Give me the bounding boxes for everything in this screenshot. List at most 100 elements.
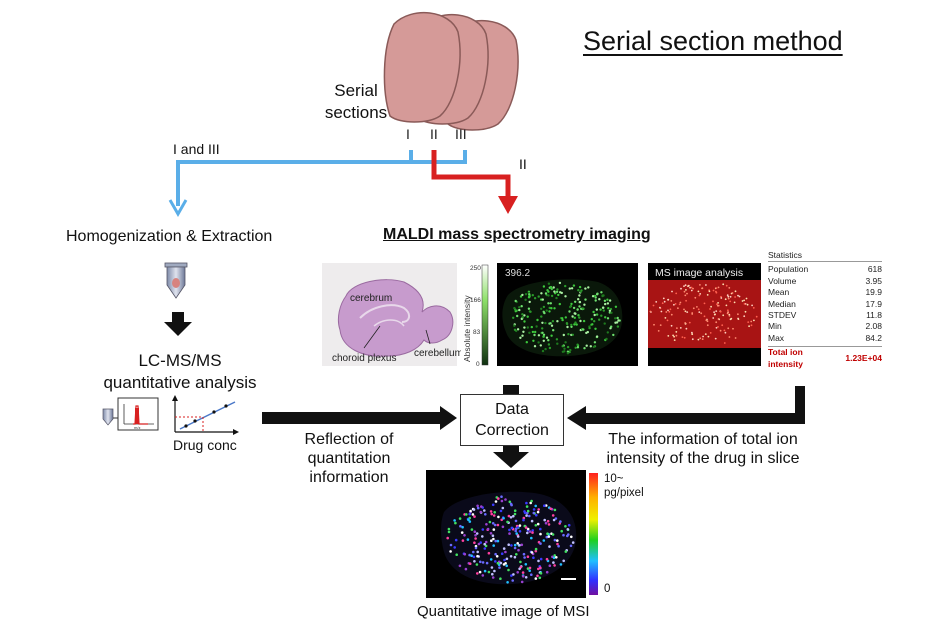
signal-dot bbox=[592, 310, 595, 314]
signal-dot bbox=[539, 557, 543, 561]
signal-dot bbox=[519, 295, 523, 298]
signal-dot bbox=[725, 304, 728, 307]
signal-dot bbox=[558, 302, 561, 306]
signal-dot bbox=[516, 542, 519, 545]
signal-dot bbox=[746, 303, 749, 306]
signal-dot bbox=[455, 553, 459, 556]
signal-dot bbox=[548, 545, 551, 548]
signal-dot bbox=[510, 526, 514, 530]
signal-dot bbox=[542, 285, 546, 288]
serial-sections-label: Serial sections bbox=[324, 81, 388, 122]
signal-dot bbox=[534, 330, 537, 334]
signal-dot bbox=[516, 535, 520, 538]
lcms-label: LC-MS/MS quantitative analysis bbox=[103, 351, 257, 392]
signal-dot bbox=[542, 333, 546, 336]
signal-dot bbox=[522, 330, 525, 333]
signal-dot bbox=[604, 316, 607, 319]
signal-dot bbox=[568, 305, 572, 309]
statistics-row-label: Mean bbox=[768, 287, 790, 298]
signal-dot bbox=[468, 553, 471, 557]
signal-dot bbox=[473, 560, 476, 563]
signal-dot bbox=[571, 541, 575, 544]
signal-dot bbox=[544, 292, 548, 295]
signal-dot bbox=[591, 295, 595, 298]
ms-scale-166: 166 bbox=[470, 297, 481, 304]
signal-dot bbox=[524, 293, 528, 296]
signal-dot bbox=[726, 312, 729, 315]
signal-dot bbox=[545, 309, 548, 312]
signal-dot bbox=[608, 299, 612, 302]
signal-dot bbox=[555, 338, 559, 341]
signal-dot bbox=[614, 305, 618, 308]
signal-dot bbox=[670, 300, 673, 302]
signal-dot bbox=[513, 555, 517, 559]
signal-dot bbox=[490, 566, 494, 569]
statistics-row-label: Volume bbox=[768, 275, 797, 286]
signal-dot bbox=[541, 327, 544, 330]
signal-dot bbox=[461, 525, 464, 529]
ms-analysis-text: MS image analysis bbox=[655, 267, 743, 279]
signal-dot bbox=[532, 339, 535, 342]
signal-dot bbox=[724, 298, 727, 301]
signal-dot bbox=[540, 315, 543, 318]
signal-dot bbox=[499, 561, 503, 565]
signal-dot bbox=[614, 317, 617, 320]
signal-dot bbox=[541, 321, 544, 324]
signal-dot bbox=[574, 321, 577, 324]
signal-dot bbox=[506, 581, 509, 584]
signal-dot bbox=[473, 530, 477, 533]
signal-dot bbox=[709, 308, 711, 310]
signal-dot bbox=[606, 317, 610, 320]
signal-dot bbox=[527, 307, 531, 310]
signal-dot bbox=[714, 337, 717, 340]
signal-dot bbox=[549, 285, 553, 289]
signal-dot bbox=[582, 328, 585, 331]
signal-dot bbox=[464, 567, 468, 571]
signal-dot bbox=[546, 532, 549, 535]
signal-dot bbox=[468, 562, 472, 565]
signal-dot bbox=[685, 299, 687, 302]
signal-dot bbox=[506, 520, 509, 524]
colorbar-top-label: 10~ pg/pixel bbox=[604, 473, 644, 499]
signal-dot bbox=[731, 292, 734, 294]
signal-dot bbox=[595, 308, 598, 311]
signal-dot bbox=[528, 530, 532, 533]
signal-dot bbox=[593, 320, 596, 323]
signal-dot bbox=[564, 316, 567, 319]
signal-dot bbox=[561, 317, 564, 320]
signal-dot bbox=[706, 320, 709, 323]
signal-dot bbox=[670, 324, 673, 327]
signal-dot bbox=[537, 559, 540, 563]
signal-dot bbox=[691, 313, 694, 315]
data-correction-box: Data Correction bbox=[460, 394, 564, 446]
signal-dot bbox=[473, 515, 476, 518]
signal-dot bbox=[683, 285, 685, 287]
signal-dot bbox=[608, 309, 612, 312]
signal-dot bbox=[557, 293, 560, 297]
signal-dot bbox=[686, 292, 688, 295]
signal-dot bbox=[679, 327, 682, 329]
signal-dot bbox=[545, 336, 549, 339]
signal-dot bbox=[491, 522, 495, 525]
signal-dot bbox=[567, 523, 571, 527]
ms-signal-dots bbox=[512, 281, 621, 355]
signal-dot bbox=[530, 519, 534, 523]
signal-dot bbox=[673, 335, 675, 338]
signal-dot bbox=[503, 558, 506, 562]
signal-dot bbox=[566, 325, 569, 329]
signal-dot bbox=[553, 307, 556, 310]
signal-dot bbox=[518, 567, 521, 571]
ms-axis-text: m/z bbox=[134, 425, 140, 430]
signal-dot bbox=[483, 509, 486, 512]
signal-dot bbox=[543, 504, 546, 508]
signal-dot bbox=[497, 497, 500, 500]
signal-dot bbox=[512, 316, 515, 319]
signal-dot bbox=[727, 309, 729, 312]
signal-dot bbox=[715, 290, 717, 293]
ms-value-text: 396.2 bbox=[505, 268, 530, 279]
homogenization-label: Homogenization & Extraction bbox=[66, 228, 273, 245]
signal-dot bbox=[562, 533, 565, 537]
signal-dot bbox=[526, 509, 530, 513]
ms-scale-250: 250 bbox=[470, 265, 481, 272]
